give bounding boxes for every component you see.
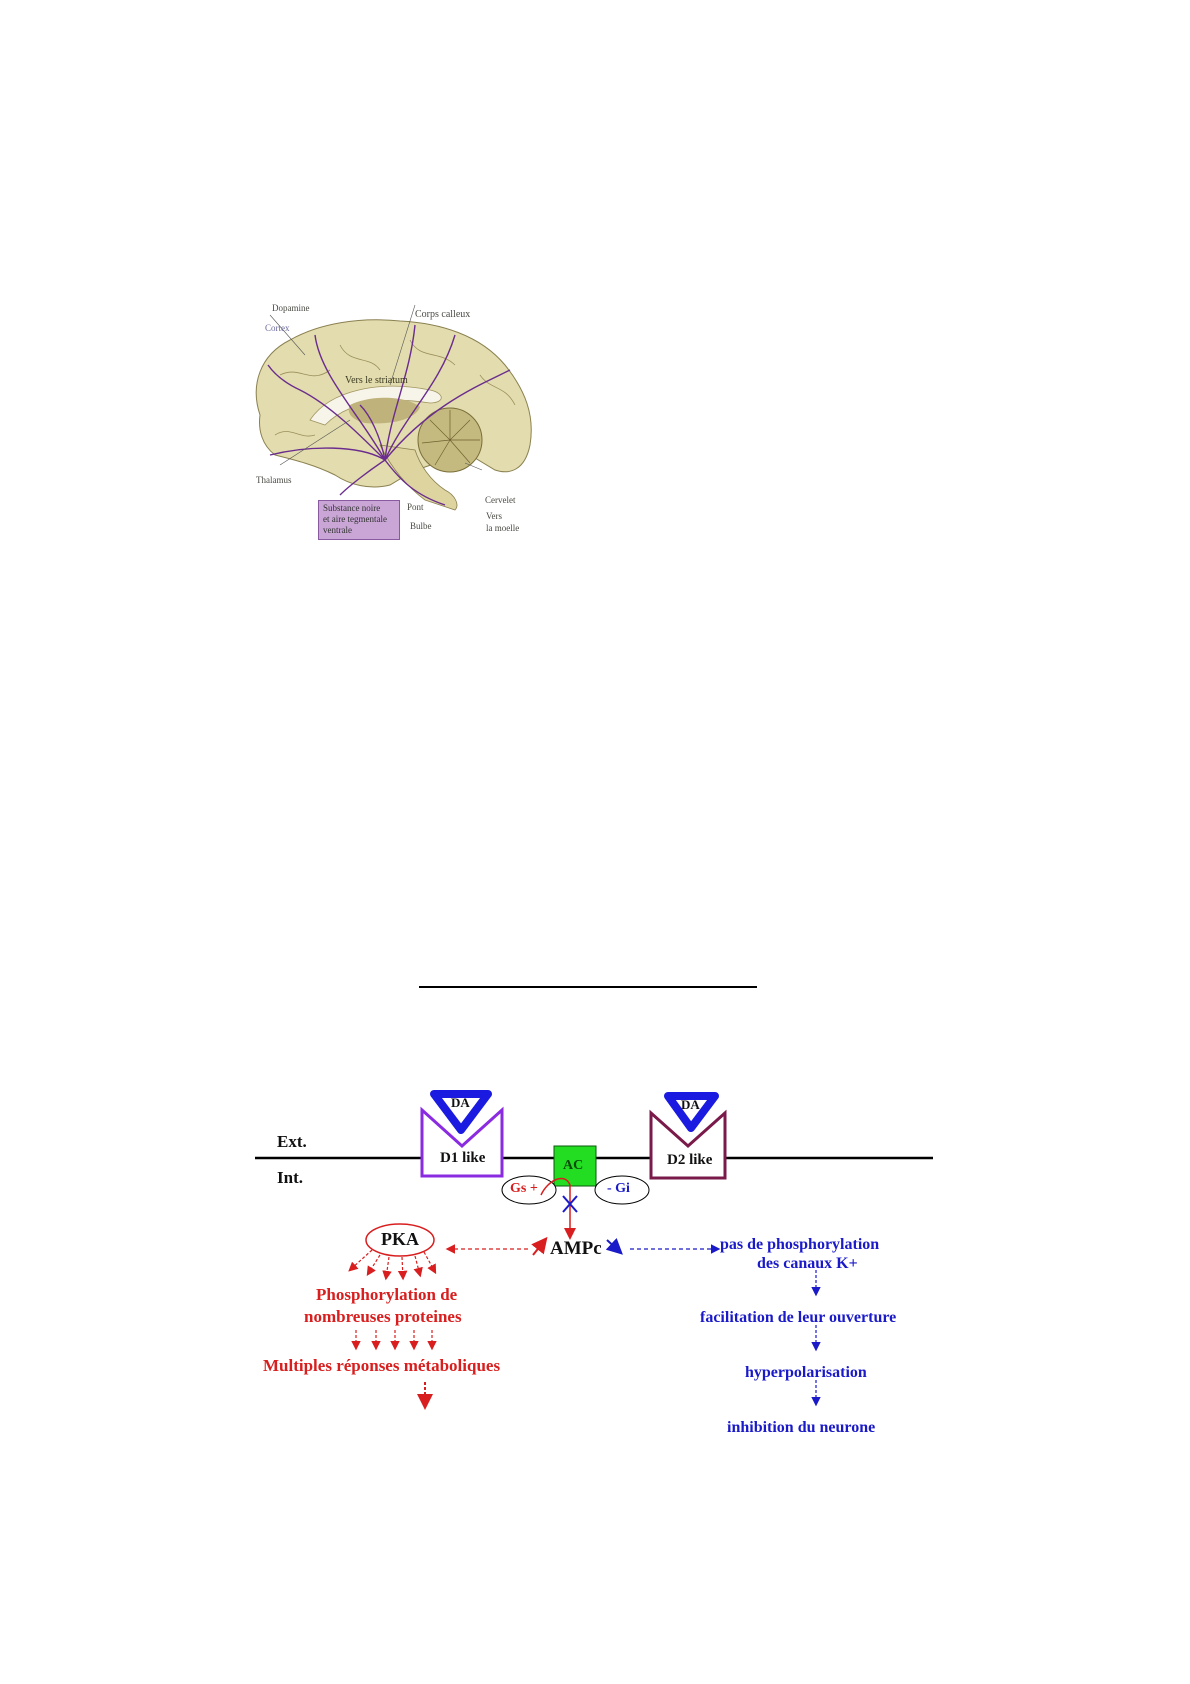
pka-fan-arrow: [366, 1254, 381, 1277]
substance-line-3: ventrale: [323, 525, 352, 535]
label-cervelet: Cervelet: [485, 495, 516, 505]
right-chain-line-5: inhibition du neurone: [727, 1419, 876, 1436]
d2-receptor-label: D2 like: [667, 1152, 713, 1168]
pka-label: PKA: [381, 1229, 419, 1249]
brain-illustration: [255, 304, 532, 511]
ext-label: Ext.: [277, 1132, 307, 1151]
ampc-label: AMPc: [550, 1238, 602, 1259]
d1-receptor-label: D1 like: [440, 1150, 486, 1166]
substance-noire-box: Substance noire et aire tegmentale ventr…: [318, 500, 400, 540]
d2-ligand-label: DA: [681, 1097, 700, 1112]
label-dopamine: Dopamine: [272, 303, 310, 313]
gi-block-mark: [562, 1195, 578, 1213]
right-chain-line-3: facilitation de leur ouverture: [700, 1309, 897, 1326]
thalamus-shape: [348, 397, 420, 424]
substance-line-2: et aire tegmentale: [323, 514, 387, 524]
label-pont: Pont: [407, 502, 424, 512]
pka-ellipse: [365, 1223, 435, 1257]
int-label: Int.: [277, 1168, 303, 1187]
d1-ligand-shape: [430, 1090, 492, 1134]
pka-fan-arrow: [348, 1249, 373, 1272]
section-divider: [419, 986, 757, 988]
left-chain-line-2: nombreuses proteines: [304, 1307, 462, 1326]
gs-activation-curve: [540, 1177, 576, 1240]
label-vers: Vers: [486, 511, 502, 521]
ac-label: AC: [563, 1158, 584, 1173]
ampc-decrease-arrow: [605, 1237, 623, 1255]
label-vers-striatum: Vers le striatum: [345, 375, 408, 386]
ac-box: [553, 1145, 597, 1187]
pka-fan-arrow: [382, 1256, 392, 1281]
gs-label: Gs +: [510, 1181, 538, 1196]
gi-ellipse: [594, 1175, 650, 1205]
d1-ligand-label: DA: [451, 1095, 470, 1110]
left-chain-line-1: Phosphorylation de: [316, 1285, 458, 1304]
label-corps-calleux: Corps calleux: [415, 309, 471, 320]
right-chain-line-1: pas de phosphorylation: [720, 1236, 880, 1253]
gi-label: - Gi: [607, 1181, 630, 1196]
gs-ellipse: [501, 1175, 557, 1205]
d2-receptor-shape: [649, 1109, 727, 1180]
left-chain-line-3: Multiples réponses métaboliques: [263, 1356, 501, 1375]
brainstem-shape: [379, 444, 458, 511]
brain-figure: Dopamine Cortex Corps calleux Vers le st…: [240, 295, 540, 545]
pka-fan-arrow: [397, 1256, 408, 1281]
d1-receptor-shape: [420, 1106, 504, 1178]
right-chain-line-2: des canaux K+: [757, 1255, 858, 1272]
pka-fan-arrow: [423, 1251, 437, 1275]
pka-fan-arrow: [413, 1255, 423, 1278]
label-la-moelle: la moelle: [486, 523, 520, 533]
label-thalamus: Thalamus: [256, 475, 292, 485]
ampc-increase-arrow: [531, 1236, 548, 1256]
right-chain-line-4: hyperpolarisation: [745, 1364, 867, 1381]
substance-line-1: Substance noire: [323, 503, 381, 513]
label-cortex: Cortex: [265, 323, 290, 333]
label-bulbe: Bulbe: [410, 521, 432, 531]
d2-ligand-shape: [664, 1092, 719, 1132]
